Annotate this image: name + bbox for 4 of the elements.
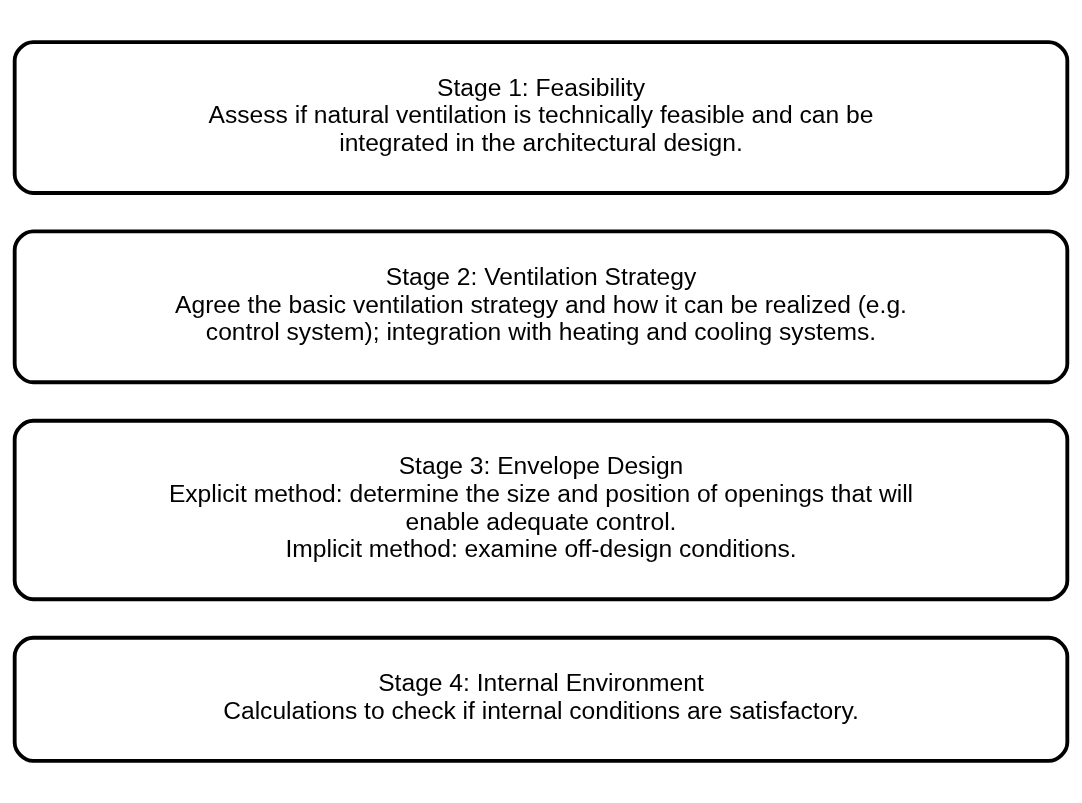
node-box: Stage 4: Internal Environment Calculations to check if internal conditions are satisfactory.: [12, 635, 1070, 763]
node-box: Stage 2: Ventilation Strategy Agree the basic ventilation strategy and how it can be realized (e.g. control system); integration with heating and cooling systems.: [12, 229, 1070, 385]
node-box: Stage 3: Envelope Design Explicit method: determine the size and position of openings that will enable adequate control. Implicit method: examine off-design conditions.: [12, 418, 1070, 602]
node-box: Stage 1: Feasibility Assess if natural ventilation is technically feasible and can be integrated in the architectural design.: [12, 40, 1070, 195]
